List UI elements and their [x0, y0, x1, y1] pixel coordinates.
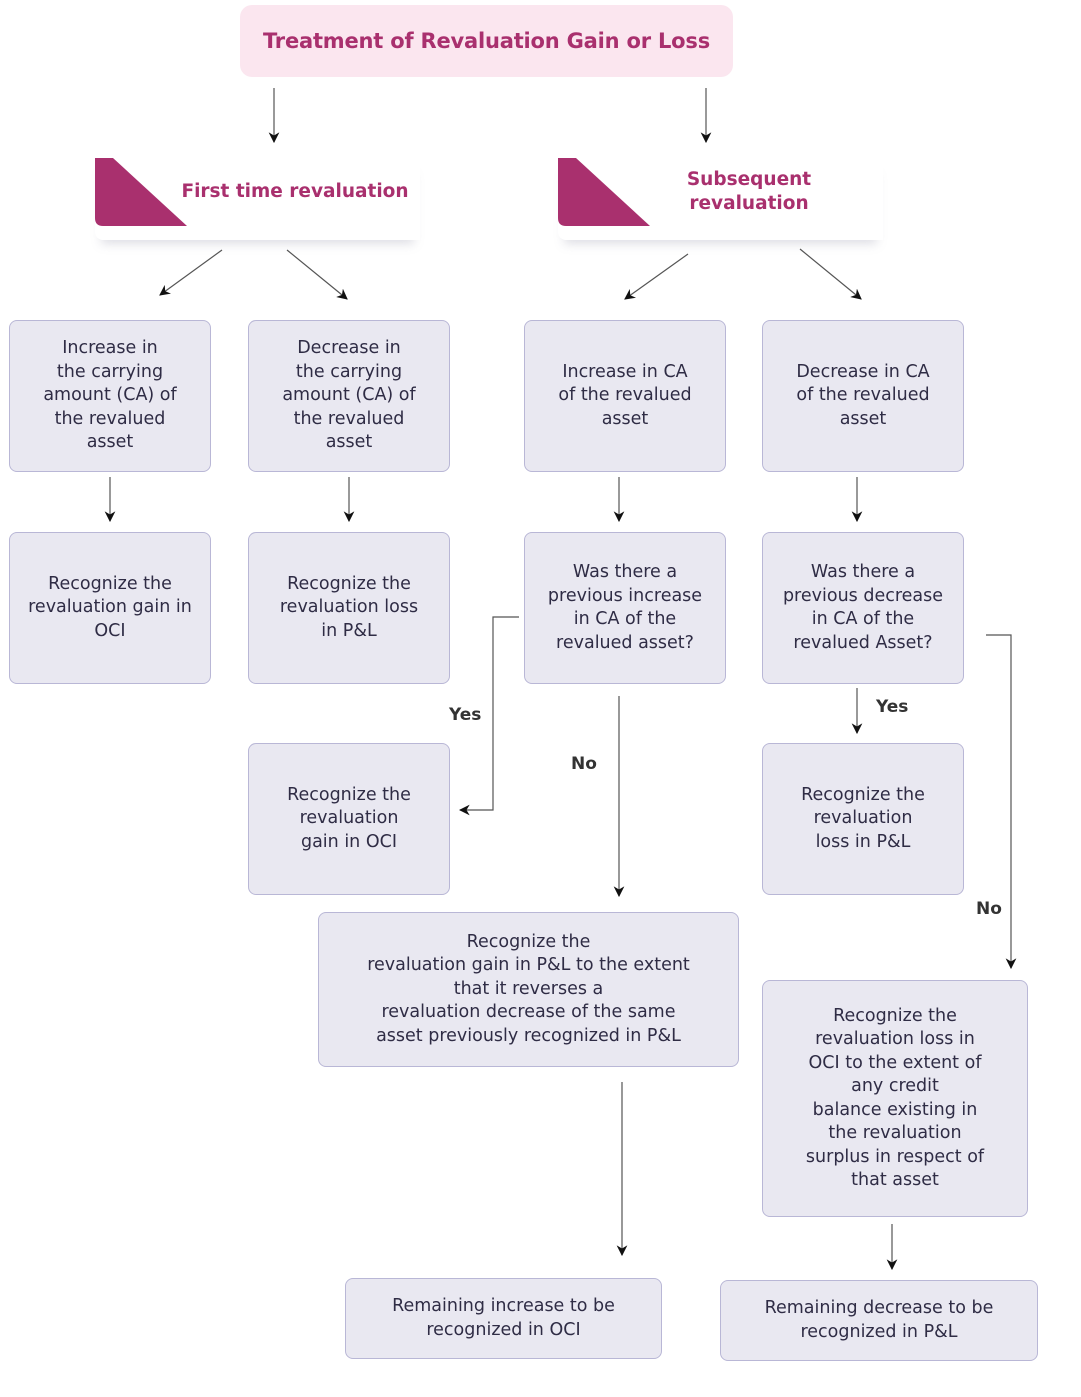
node-text: Remaining increase to be recognized in OC… — [392, 1295, 615, 1342]
node-text-line: amount (CA) of — [43, 385, 177, 406]
node-text-line: revaluation gain in P&L to the extent — [367, 955, 690, 976]
node-text-line: revalued asset? — [556, 632, 694, 653]
node-text-line: Recognize the — [48, 573, 172, 594]
remaining-increase-node: Remaining increase to be recognized in OC… — [345, 1278, 662, 1359]
node-text-line: asset — [86, 432, 134, 453]
node-text-line: revaluation — [299, 808, 399, 829]
node-text-line: in CA of the — [573, 609, 677, 629]
node-text-line: Remaining increase to be — [392, 1296, 615, 1316]
node-text-line: previous increase — [547, 585, 703, 606]
node-text-line: asset — [325, 432, 373, 453]
node-text-line: Recognize the — [801, 784, 925, 805]
diagram-title: Treatment of Revaluation Gain or Loss — [240, 5, 733, 77]
node-text-line: of the revalued — [558, 385, 692, 406]
node-text-line: asset previously recognized in P&L — [376, 1025, 681, 1046]
node-text: Was there a previous decrease in CA of the… — [783, 561, 943, 655]
node-text-line: the carrying — [295, 361, 403, 382]
node-text-line: revaluation loss in — [815, 1029, 975, 1049]
loss-oci-extent-node: Recognize the revaluation loss in OCI to t… — [762, 980, 1028, 1217]
node-text-line: Decrease in — [297, 338, 401, 359]
remaining-decrease-node: Remaining decrease to be recognized in P&… — [720, 1280, 1038, 1361]
node-text-line: loss in P&L — [815, 831, 911, 852]
node-text-line: the carrying — [56, 361, 164, 382]
no-label-left: No — [571, 754, 597, 774]
yes-label-left: Yes — [449, 705, 482, 725]
node-text-line: revaluation decrease of the same — [381, 1002, 676, 1023]
node-text-line: of the revalued — [796, 385, 930, 406]
node-text: Remaining decrease to be recognized in P&… — [765, 1297, 994, 1344]
node-text-line: revaluation loss — [279, 597, 419, 618]
node-text-line: recognized in P&L — [800, 1321, 958, 1342]
node-text-line: Was there a — [810, 562, 916, 582]
node-text-line: in CA of the — [811, 609, 915, 629]
node-text: Recognize the revaluation gain in P&L to … — [367, 931, 690, 1049]
node-text-line: Increase in — [62, 338, 158, 359]
tab-corner-icon — [558, 158, 650, 226]
arrow-first-to-decrease — [286, 249, 348, 300]
node-text-line: previous decrease — [782, 585, 944, 606]
node-text-line: Decrease in CA — [796, 361, 930, 382]
node-text-line: any credit — [851, 1076, 939, 1096]
previous-decrease-question-node: Was there a previous decrease in CA of the… — [762, 532, 964, 684]
node-text-line: surplus in respect of — [805, 1146, 985, 1167]
node-text-line: the revaluation — [828, 1123, 962, 1143]
arrow-subsequent-to-decrease — [799, 248, 862, 300]
subsequent-revaluation-label: Subsequent revaluation — [686, 169, 812, 214]
node-text-line: asset — [601, 408, 649, 429]
arrow-first-to-increase — [159, 249, 223, 296]
node-text-line: Recognize the — [287, 573, 411, 594]
gain-pl-extent-node: Recognize the revaluation gain in P&L to … — [318, 912, 739, 1067]
node-text-line: OCI — [94, 620, 126, 641]
node-text-line: revaluation gain in — [28, 597, 192, 618]
subsequent-revaluation-tab: Subsequent revaluation — [558, 158, 883, 240]
node-text: Recognize the revaluation loss in OCI to t… — [806, 1005, 984, 1193]
previous-increase-question-node: Was there a previous increase in CA of the… — [524, 532, 726, 684]
arrow-subsequent-to-increase — [624, 253, 689, 300]
node-text-line: that it reverses a — [453, 978, 604, 999]
node-text-line: that asset — [851, 1170, 939, 1190]
node-text-line: the revalued — [54, 408, 166, 429]
yes-label-right: Yes — [876, 697, 909, 717]
node-text-line: Increase in CA — [562, 361, 688, 382]
node-text-line: Was there a — [572, 562, 678, 582]
node-text-line: balance existing in — [812, 1099, 978, 1120]
node-text-line: asset — [839, 408, 887, 429]
first-time-revaluation-label: First time revaluation — [181, 181, 409, 202]
node-text: Was there a previous increase in CA of the… — [548, 561, 702, 655]
node-text-line: Remaining decrease to be — [764, 1298, 994, 1318]
node-text-line: revaluation — [813, 808, 913, 829]
tab-corner-icon — [95, 158, 187, 226]
node-text-line: Recognize the — [287, 784, 411, 805]
node-text-line: the revalued — [293, 408, 405, 429]
node-text-line: Recognize the — [466, 931, 591, 952]
node-text-line: amount (CA) of — [282, 385, 416, 406]
node-text-line: Recognize the — [833, 1005, 957, 1026]
node-text-line: gain in OCI — [300, 831, 397, 852]
node-text-line: recognized in OCI — [426, 1319, 581, 1340]
first-time-revaluation-tab: First time revaluation — [95, 158, 420, 240]
no-label-right: No — [976, 899, 1002, 919]
node-text-line: in P&L — [321, 620, 377, 641]
node-text-line: revalued Asset? — [793, 632, 933, 653]
node-text-line: OCI to the extent of — [808, 1052, 982, 1073]
